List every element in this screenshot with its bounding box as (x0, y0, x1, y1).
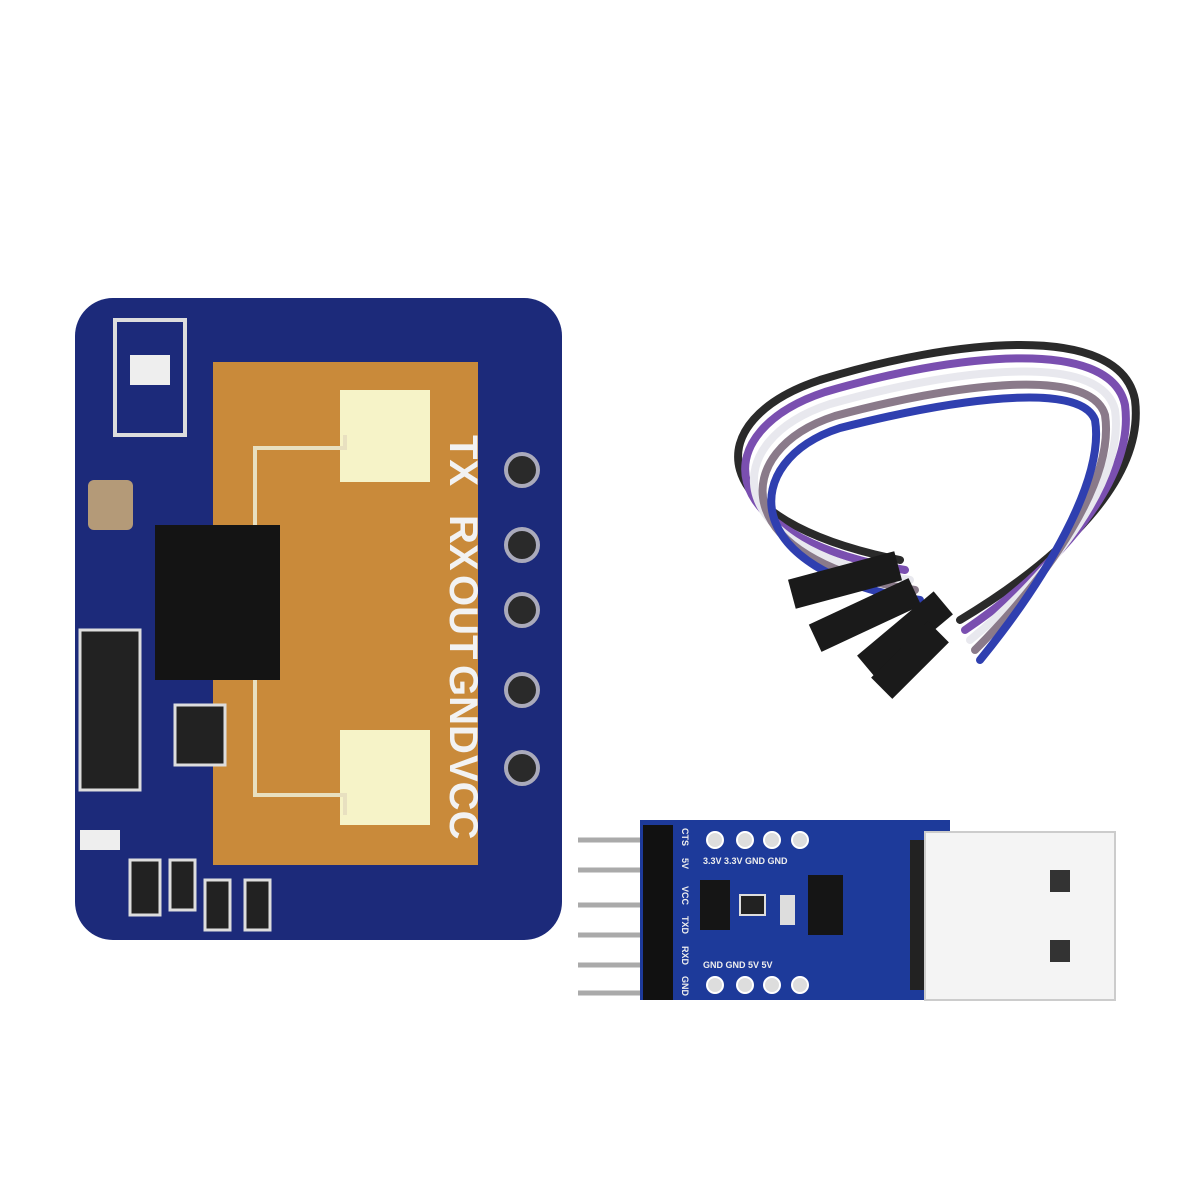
usb-ttl-adapter: CTS 5V VCC TXD RXD GND 3.3V 3.3V GND GND… (578, 820, 1116, 1001)
led (130, 355, 170, 385)
rx-antenna (340, 730, 430, 825)
smd-part (780, 895, 795, 925)
header-housing (643, 825, 673, 1000)
bottom-pad-labels: GND GND 5V 5V (703, 960, 773, 970)
regulator (808, 875, 843, 935)
usb-plug (924, 831, 1116, 1001)
usb-plug-hole (1050, 870, 1070, 892)
pin-label-gnd: GND (441, 665, 485, 754)
header-label: TXD (680, 916, 690, 935)
header-label: VCC (680, 886, 690, 906)
resistor (80, 830, 120, 850)
header-pins (578, 837, 650, 996)
smd-components (78, 628, 272, 932)
usb-chip (700, 880, 730, 930)
pin-label-tx: TX (441, 435, 485, 486)
header-label: 5V (680, 858, 690, 869)
dupont-cable (734, 341, 1140, 699)
smd-part (739, 894, 766, 916)
radar-module: TX RX OUT GND VCC (75, 298, 562, 940)
pin-label-vcc: VCC (441, 755, 485, 839)
led-frame (113, 318, 187, 437)
capacitor (88, 480, 133, 530)
header-label-group: CTS 5V VCC TXD RXD GND (680, 828, 690, 997)
pin-pads (504, 452, 540, 786)
top-pad-labels: 3.3V 3.3V GND GND (703, 856, 788, 866)
usb-plug-hole (1050, 940, 1070, 962)
radar-chip (155, 525, 280, 680)
tx-antenna (340, 390, 430, 482)
pad-holes (706, 831, 809, 994)
connector-housings (787, 551, 953, 699)
header-label: RXD (680, 946, 690, 966)
header-label: GND (680, 976, 690, 997)
pin-label-out: OUT (441, 575, 485, 659)
pin-label-group: TX RX OUT GND VCC (441, 435, 485, 839)
header-label: CTS (680, 828, 690, 846)
pin-label-rx: RX (441, 515, 485, 571)
